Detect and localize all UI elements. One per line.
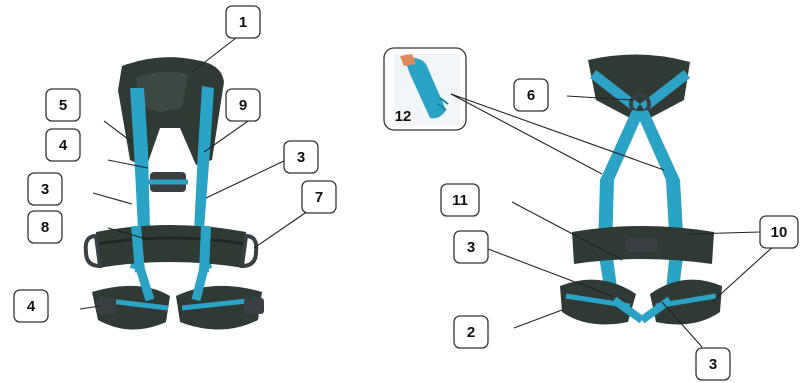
callout-3-front-left-label: 3 bbox=[41, 181, 49, 198]
callout-8-label: 8 bbox=[41, 219, 49, 236]
callout-9-label: 9 bbox=[239, 97, 247, 114]
harness-front-photo bbox=[83, 57, 264, 330]
callout-4-upper-label: 4 bbox=[59, 137, 68, 154]
callout-3-back-bottom: 3 bbox=[695, 347, 731, 381]
front-right-strap bbox=[194, 86, 214, 270]
callout-5-label: 5 bbox=[59, 97, 67, 114]
back-left-strap bbox=[598, 110, 644, 312]
callout-9: 9 bbox=[225, 88, 261, 122]
front-shoulder-pad-inner bbox=[136, 71, 188, 112]
back-left-upper-strap bbox=[590, 70, 640, 112]
callout-4-lower: 4 bbox=[13, 289, 49, 323]
callout-5: 5 bbox=[45, 88, 81, 122]
callout-10: 10 bbox=[759, 215, 799, 249]
callout-3-back-left-label: 3 bbox=[467, 239, 475, 256]
harness-back-photo bbox=[560, 54, 722, 325]
callout-2: 2 bbox=[453, 315, 489, 349]
callout-12-label: 12 bbox=[395, 108, 412, 125]
callout-7: 7 bbox=[301, 180, 337, 214]
callout-1-label: 1 bbox=[239, 14, 247, 31]
callout-1: 1 bbox=[225, 5, 261, 39]
leader-lines bbox=[79, 37, 777, 348]
callout-10-label: 10 bbox=[771, 224, 788, 241]
callout-3-back-left: 3 bbox=[453, 230, 489, 264]
callout-11: 11 bbox=[440, 183, 480, 217]
callout-3-front-right-label: 3 bbox=[297, 149, 305, 166]
front-right-d-ring bbox=[239, 233, 259, 269]
back-shoulder-pad bbox=[588, 54, 690, 118]
front-right-leg-buckle bbox=[244, 298, 264, 314]
callout-12: 12 bbox=[395, 108, 412, 125]
callout-4-lower-label: 4 bbox=[27, 298, 36, 315]
callout-3-back-bottom-label: 3 bbox=[709, 356, 717, 373]
callout-6-label: 6 bbox=[527, 87, 535, 104]
front-left-strap bbox=[130, 88, 150, 270]
callout-4-upper: 4 bbox=[45, 128, 81, 162]
back-right-strap bbox=[636, 110, 684, 312]
front-left-leg-buckle bbox=[96, 298, 116, 314]
callout-3-front-left: 3 bbox=[27, 172, 63, 206]
back-right-upper-strap bbox=[640, 70, 690, 112]
callout-2-label: 2 bbox=[467, 324, 475, 341]
callout-6: 6 bbox=[513, 78, 549, 112]
callout-7-label: 7 bbox=[315, 189, 323, 206]
webbing-detail-inset bbox=[383, 47, 467, 131]
callout-11-label: 11 bbox=[452, 192, 468, 209]
callout-3-front-right: 3 bbox=[283, 140, 319, 174]
front-left-d-ring bbox=[83, 233, 103, 269]
callout-8: 8 bbox=[27, 210, 63, 244]
callouts: 1 5 9 4 3 3 7 8 bbox=[13, 5, 799, 381]
